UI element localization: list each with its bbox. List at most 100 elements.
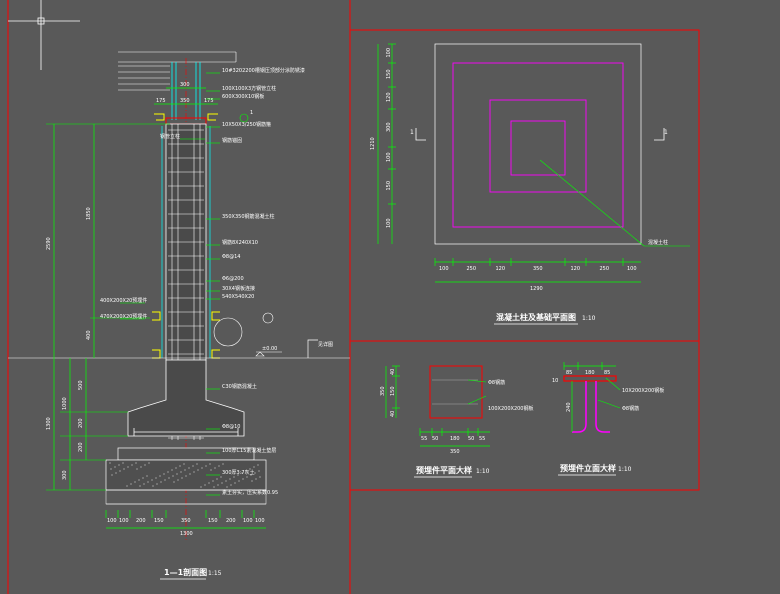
soil-dot: [122, 462, 124, 464]
soil-dot: [185, 475, 187, 477]
soil-dot: [143, 483, 145, 485]
dim-value: 200: [226, 518, 236, 524]
soil-dot: [180, 471, 182, 473]
annotation-text: 钢筋8X240X10: [222, 239, 258, 246]
dim-top-300: 300: [180, 82, 190, 88]
embed-side-total: 350: [380, 386, 386, 396]
dim-1300: 1300: [46, 417, 52, 430]
soil-dot: [201, 467, 203, 469]
detail-callout-small: [262, 312, 274, 324]
steel-top-lines: [118, 51, 237, 91]
annotation-text: 350X350钢筋混凝土柱: [222, 213, 275, 220]
soil-dot: [241, 472, 243, 474]
soil-dot: [123, 468, 125, 470]
dim-value: 150: [386, 69, 392, 79]
elev-plate: [563, 375, 617, 382]
soil-dot: [258, 470, 260, 472]
annotation-text: Φ8@10: [222, 424, 240, 430]
soil-dot: [148, 462, 150, 464]
elev-bar-left: [572, 381, 587, 433]
annotation-text: 10X50X3/250钢筋箍: [222, 121, 271, 128]
embed-plan-label-2: 100X200X200钢板: [488, 405, 533, 412]
soil-dot: [130, 483, 132, 485]
soil-dot: [139, 485, 141, 487]
soil-dot: [115, 472, 117, 474]
soil-dot: [152, 485, 154, 487]
plan-scale: 1:10: [582, 315, 596, 322]
dim-value: 40: [390, 369, 396, 375]
dim-300: 300: [62, 470, 68, 480]
plan-cut-left-label: 1: [410, 129, 414, 136]
dim-value: 150: [154, 518, 164, 524]
soil-dot: [213, 486, 215, 488]
soil-dot: [138, 479, 140, 481]
dim-value: 100: [255, 518, 265, 524]
dim-400: 400: [86, 330, 92, 340]
soil-dot: [131, 464, 133, 466]
annotation-text: C30钢筋混凝土: [222, 383, 257, 390]
soil-dot: [212, 480, 214, 482]
embed-plan-scale: 1:10: [476, 468, 490, 475]
embed-side-dims: 40 150 40: [390, 365, 400, 417]
dim-total-height: 2590: [46, 237, 52, 250]
soil-dot: [146, 475, 148, 477]
annotation-text: 10#3202200槽钢压顶部分涂防锈漆: [222, 67, 305, 74]
elevation-label: ±0.00: [262, 346, 277, 352]
dim-value: 150: [208, 518, 218, 524]
soil-dot: [238, 480, 240, 482]
soil-dot: [173, 481, 175, 483]
soil-dot: [160, 481, 162, 483]
soil-dot: [230, 484, 232, 486]
dim-value: 180: [450, 436, 460, 442]
detail-callout-circle: [213, 317, 243, 347]
dim-value: 350: [533, 266, 543, 272]
soil-dot: [118, 464, 120, 466]
soil-dot: [196, 463, 198, 465]
dim-value: 150: [386, 181, 392, 191]
dim-value: 150: [390, 386, 396, 396]
soil-dot: [259, 476, 261, 478]
annotation-text: 30X4钢板连接: [222, 285, 255, 292]
soil-dot: [218, 465, 220, 467]
column-side-lines: [161, 126, 211, 358]
soil-dot: [229, 478, 231, 480]
annotation-text: 钢筋锚固: [222, 137, 242, 144]
annotation-text: 100厚C15素混凝土垫层: [222, 447, 276, 454]
soil-dot: [167, 471, 169, 473]
dim-value: 100: [627, 266, 637, 272]
embed-plate: [429, 365, 483, 419]
soil-dot: [163, 473, 165, 475]
dim-value: 40: [390, 411, 396, 417]
elevation-mark: [255, 351, 282, 357]
plan-cut-left: [415, 128, 426, 141]
soil-dot: [136, 468, 138, 470]
dim-value: 50: [432, 436, 438, 442]
soil-dot: [135, 462, 137, 464]
elev-side-dim: 240: [566, 402, 572, 412]
soil-dot: [140, 466, 142, 468]
dim-value: 55: [479, 436, 485, 442]
soil-dot: [147, 481, 149, 483]
soil-dot: [209, 463, 211, 465]
soil-dot: [110, 468, 112, 470]
section-annotations: 10#3202200槽钢压顶部分涂防锈漆100X100X3方钢管立柱600X30…: [100, 67, 333, 496]
annotation-text: 400X200X20预埋件: [100, 297, 147, 304]
soil-dot: [181, 477, 183, 479]
soil-dot: [156, 483, 158, 485]
soil-dot: [171, 469, 173, 471]
annotation-text: Φ8@14: [222, 254, 240, 260]
soil-dot: [142, 477, 144, 479]
soil-dot: [179, 465, 181, 467]
soil-dot: [216, 478, 218, 480]
soil-dot: [205, 465, 207, 467]
steel-post: [171, 62, 201, 120]
soil-dot: [155, 477, 157, 479]
soil-dot: [197, 469, 199, 471]
footing-rebar: [133, 428, 239, 436]
soil-dot: [204, 484, 206, 486]
embed-plan-label-1: Φ8钢筋: [488, 379, 505, 386]
pedestal: [127, 359, 245, 437]
annotation-text: 300厚3:7灰土: [222, 469, 255, 476]
